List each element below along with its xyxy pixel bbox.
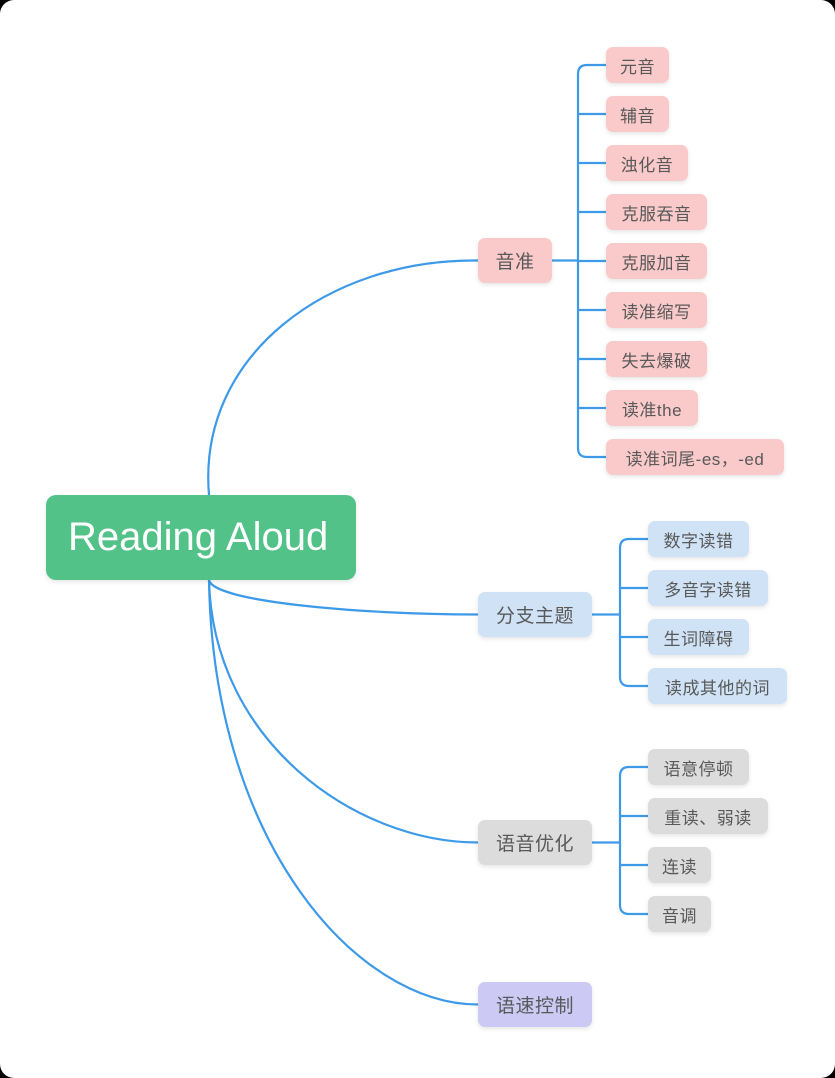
branch-yinzhun-label: 音准 (495, 252, 535, 273)
branch-fenzhi-child-0[interactable]: 数字读错 (648, 521, 749, 557)
branch-fenzhi-child-edge-3 (618, 675, 650, 688)
branch-yinzhun-child-4[interactable]: 克服加音 (606, 243, 707, 279)
branch-yusu-edge (207, 578, 480, 1006)
branch-yuyin-child-2-label: 连读 (662, 857, 697, 877)
branch-fenzhi-child-0-label: 数字读错 (663, 531, 734, 551)
branch-yuyin-child-2[interactable]: 连读 (648, 847, 711, 883)
branch-yinzhun[interactable]: 音准 (478, 238, 552, 283)
branch-yinzhun-child-8-label: 读准词尾-es，-ed (625, 449, 765, 469)
branch-yinzhun-child-7[interactable]: 读准the (606, 390, 698, 426)
branch-yinzhun-child-7-label: 读准the (621, 400, 683, 420)
branch-yinzhun-child-5-label: 读准缩写 (621, 302, 692, 322)
branch-yinzhun-child-2[interactable]: 浊化音 (606, 145, 688, 181)
branch-yinzhun-child-5[interactable]: 读准缩写 (606, 292, 707, 328)
branch-fenzhi-child-2-label: 生词障碍 (663, 629, 734, 649)
root-node-label: Reading Aloud (68, 515, 329, 559)
branch-fenzhi-child-1[interactable]: 多音字读错 (648, 570, 768, 606)
branch-yinzhun-child-0[interactable]: 元音 (606, 47, 669, 83)
branch-yinzhun-child-8[interactable]: 读准词尾-es，-ed (606, 439, 784, 475)
branch-yinzhun-child-1-label: 辅音 (620, 106, 655, 126)
branch-yuyin[interactable]: 语音优化 (478, 820, 592, 865)
branch-yusu[interactable]: 语速控制 (478, 982, 592, 1027)
branch-yuyin-child-3-label: 音调 (662, 906, 697, 926)
branch-yinzhun-child-3-label: 克服吞音 (621, 204, 692, 224)
branch-yuyin-child-edge-3 (618, 903, 650, 916)
branch-yinzhun-child-1[interactable]: 辅音 (606, 96, 669, 132)
branch-yinzhun-child-6-label: 失去爆破 (621, 351, 692, 371)
branch-fenzhi-child-2[interactable]: 生词障碍 (648, 619, 749, 655)
branch-yuyin-child-3[interactable]: 音调 (648, 896, 711, 932)
branch-yinzhun-edge (207, 259, 480, 497)
branch-yuyin-child-edge-0 (618, 765, 650, 778)
branch-yinzhun-child-0-label: 元音 (620, 57, 655, 77)
branch-yuyin-child-1-label: 重读、弱读 (664, 808, 752, 828)
branch-yinzhun-child-edge-8 (576, 446, 608, 459)
branch-yuyin-child-0[interactable]: 语意停顿 (648, 749, 749, 785)
branch-fenzhi-edge (207, 578, 480, 616)
branch-yuyin-child-0-label: 语意停顿 (663, 759, 734, 779)
branch-fenzhi-child-edge-0 (618, 537, 650, 550)
branch-yusu-label: 语速控制 (495, 996, 574, 1017)
branch-fenzhi[interactable]: 分支主题 (478, 592, 592, 637)
branch-yinzhun-child-3[interactable]: 克服吞音 (606, 194, 707, 230)
root-node[interactable]: Reading Aloud (46, 495, 356, 580)
branch-fenzhi-child-3[interactable]: 读成其他的词 (648, 668, 787, 704)
branch-fenzhi-child-1-label: 多音字读错 (664, 580, 752, 600)
branch-yinzhun-child-4-label: 克服加音 (621, 253, 692, 273)
branch-yinzhun-child-6[interactable]: 失去爆破 (606, 341, 707, 377)
branch-yuyin-edge (207, 578, 480, 844)
branch-yinzhun-child-edge-0 (576, 63, 608, 76)
branch-yuyin-label: 语音优化 (495, 834, 574, 855)
branch-fenzhi-child-3-label: 读成其他的词 (665, 678, 770, 698)
branch-yuyin-child-1[interactable]: 重读、弱读 (648, 798, 768, 834)
branch-fenzhi-label: 分支主题 (495, 606, 574, 627)
branch-yinzhun-child-2-label: 浊化音 (620, 155, 674, 175)
